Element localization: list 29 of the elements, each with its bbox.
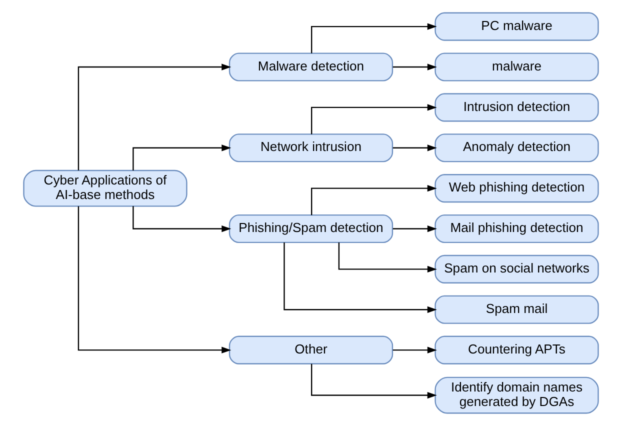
node-box: PC malware xyxy=(434,12,599,41)
arrow xyxy=(392,144,437,152)
arrow xyxy=(392,64,437,70)
arrow xyxy=(392,225,437,232)
arrow xyxy=(284,242,437,313)
node-box: Network intrusion xyxy=(228,134,394,162)
node-box: Mail phishing detection xyxy=(434,214,599,244)
arrow xyxy=(132,144,232,170)
arrow xyxy=(311,23,437,54)
arrow xyxy=(338,242,437,273)
arrow xyxy=(311,104,437,134)
node-box: Intrusion detection xyxy=(434,93,599,122)
arrow xyxy=(392,346,437,354)
node-box: Web phishing detection xyxy=(434,174,599,203)
arrow xyxy=(311,184,437,216)
node-box: Spam mail xyxy=(434,295,599,324)
node-box: Anomaly detection xyxy=(434,134,599,162)
node-box: Malware detection xyxy=(228,52,394,82)
node-box: Identify domain names generated by DGAs xyxy=(434,376,599,414)
arrow xyxy=(78,206,232,354)
node-box: malware xyxy=(434,52,599,82)
arrow xyxy=(311,364,437,399)
node-box: Other xyxy=(228,336,394,364)
arrow xyxy=(132,206,232,232)
node-box: Phishing/Spam detection xyxy=(228,214,394,244)
arrow xyxy=(78,64,232,170)
node-box: Spam on social networks xyxy=(434,254,599,284)
node-box: Countering APTs xyxy=(434,336,599,364)
node-box: Cyber Applications of AI-base methods xyxy=(23,170,188,207)
